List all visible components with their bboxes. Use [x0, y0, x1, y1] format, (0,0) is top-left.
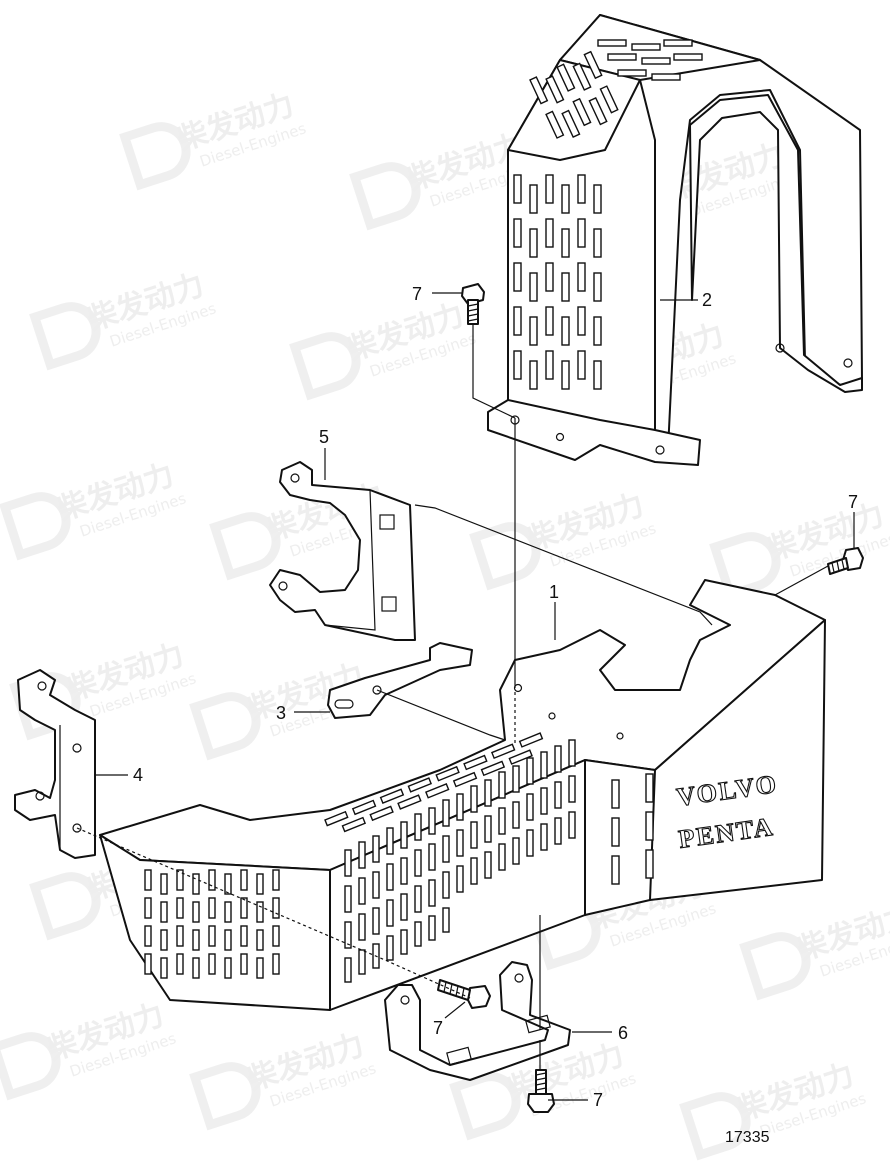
bolt-7-middle	[437, 979, 491, 1009]
part-callouts: 7 2 5 1 3 4 6 7 7 7	[133, 284, 858, 1110]
part-4-side-bracket	[14, 669, 96, 859]
part-3-strip-bracket	[327, 642, 473, 719]
part-2-slot-pattern	[513, 39, 703, 390]
callout-part-6: 6	[618, 1023, 628, 1043]
part-1-slot-pattern	[144, 732, 654, 983]
assembly-lines	[76, 324, 829, 1070]
callout-part-4: 4	[133, 765, 143, 785]
part-2-upper-guard	[487, 14, 863, 466]
part-5-clamp-bracket	[269, 461, 416, 641]
bolt-7-bottom	[527, 1069, 555, 1113]
callout-part-7: 7	[433, 1018, 443, 1038]
callout-part-7: 7	[593, 1090, 603, 1110]
callout-part-1: 1	[549, 582, 559, 602]
callout-part-3: 3	[276, 703, 286, 723]
callout-part-7: 7	[848, 492, 858, 512]
callout-part-5: 5	[319, 427, 329, 447]
part-6-stand-bracket	[384, 961, 571, 1081]
callout-leaders	[95, 292, 855, 1101]
callout-part-7: 7	[412, 284, 422, 304]
bolt-7-top	[461, 283, 485, 325]
callout-part-2: 2	[702, 290, 712, 310]
figure-number: 17335	[725, 1129, 770, 1146]
bolt-7-right	[827, 547, 864, 575]
